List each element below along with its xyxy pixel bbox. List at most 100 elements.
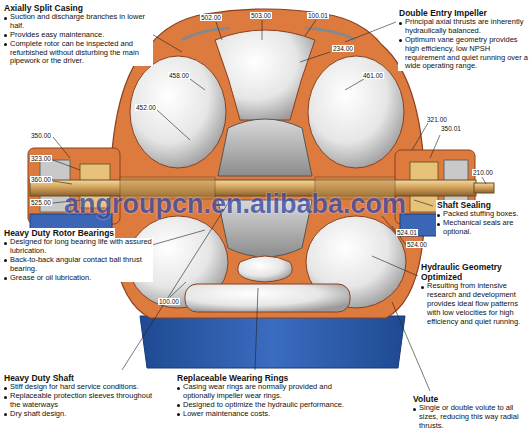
callout-number: 524.01	[396, 229, 418, 236]
feature-heading: Axially Split Casing	[3, 3, 84, 13]
leader-line	[53, 181, 72, 184]
callout-anchor: 524.00	[406, 241, 428, 248]
leader-line	[255, 288, 258, 370]
watermark: angroupcn.en.alibaba.com	[64, 190, 406, 220]
callout-anchor: 461.00	[362, 72, 384, 79]
leader-line	[300, 52, 330, 62]
callout-anchor: 350.00	[30, 132, 52, 139]
feature-bullet: Optimum vane geometry provides high effi…	[398, 36, 528, 71]
callout-anchor: 524.01	[396, 229, 418, 236]
feature-bullet: Provides easy maintenance.	[3, 31, 153, 40]
leader-lines	[53, 20, 486, 391]
feature-bullet: Complete rotor can be inspected and refu…	[3, 40, 153, 67]
callout-anchor: 360.00	[30, 176, 52, 183]
callout-number: 458.00	[168, 72, 190, 79]
callout-number: 100.01	[307, 12, 329, 19]
leader-line	[412, 123, 428, 150]
callout-group: Hydraulic Geometry OptimizedResulting fr…	[420, 262, 528, 327]
callout-anchor: 525.00	[30, 199, 52, 206]
watermark-anchor: angroupcn.en.alibaba.com	[64, 190, 406, 220]
callout-anchor: 100.01	[307, 12, 329, 19]
feature-bullet: Mechanical seals are optional.	[436, 219, 528, 237]
feature-bullet: Replaceable protection sleeves throughou…	[3, 392, 163, 410]
callout-anchor: 234.00	[332, 45, 354, 52]
callout-number: 323.00	[30, 155, 52, 162]
feature-bullet: Suction and discharge branches in lower …	[3, 13, 153, 31]
callout-anchor: 323.00	[30, 155, 52, 162]
balance-pipe	[182, 28, 355, 40]
feature-bullet: Single or double volute to all sizes, re…	[412, 404, 528, 431]
leader-line	[305, 20, 316, 36]
callout-number: 234.00	[332, 45, 354, 52]
feature-heading: Heavy Duty Rotor Bearings	[3, 228, 115, 238]
callout-number: 502.00	[200, 14, 222, 21]
leader-line	[190, 79, 205, 90]
leader-line	[372, 256, 418, 276]
leader-line	[53, 137, 70, 158]
feature-bullet: Designed to optimize the hydraulic perfo…	[176, 401, 351, 410]
callout-number: 525.00	[30, 199, 52, 206]
impeller-eye	[215, 30, 315, 120]
leader-line	[122, 200, 230, 370]
callout-number: 461.00	[362, 72, 384, 79]
callout-anchor: 502.00	[200, 14, 222, 21]
callout-number: 350.00	[30, 132, 52, 139]
leader-line	[262, 20, 263, 40]
callout-anchor: 458.00	[168, 72, 190, 79]
feature-bullet: Dry shaft design.	[3, 410, 163, 419]
leader-line	[345, 22, 396, 42]
feature-bullet: Casing wear rings are normally provided …	[176, 383, 351, 401]
callout-number: 350.01	[440, 125, 462, 132]
callout-group: Shaft SealingPacked stuffing boxes.Mecha…	[436, 200, 528, 237]
feature-bullet: Back-to-back angular contact ball thrust…	[3, 256, 153, 274]
feature-heading: Volute	[412, 394, 439, 404]
feature-bullet: Stiff design for hard service conditions…	[3, 383, 163, 392]
callout-anchor: 503.00	[250, 12, 272, 19]
callout-anchor: 210.00	[472, 169, 494, 176]
feature-bullet: Principal axial thrusts are inherently h…	[398, 18, 528, 36]
callout-anchor: 100.00	[158, 298, 180, 305]
feature-heading: Hydraulic Geometry Optimized	[420, 262, 528, 282]
impeller-eye	[238, 256, 292, 282]
callout-group: Replaceable Wearing RingsCasing wear rin…	[176, 373, 351, 419]
feature-heading: Shaft Sealing	[436, 200, 492, 210]
feature-bullet: Designed for long bearing life with assu…	[3, 238, 153, 256]
callout-group: Heavy Duty Rotor BearingsDesigned for lo…	[3, 228, 153, 282]
leader-line	[216, 22, 222, 40]
callout-number: 100.00	[158, 298, 180, 305]
volute-cavity	[130, 56, 226, 168]
feature-heading: Heavy Duty Shaft	[3, 373, 75, 383]
callout-anchor: 321.00	[426, 116, 448, 123]
leader-line	[170, 282, 186, 297]
impeller	[218, 119, 312, 176]
feature-bullet: Grease or oil lubrication.	[3, 274, 153, 283]
callout-anchor: 452.00	[135, 104, 157, 111]
leader-line	[345, 79, 364, 90]
feature-heading: Double Entry Impeller	[398, 8, 488, 18]
callout-group: Heavy Duty ShaftStiff design for hard se…	[3, 373, 163, 419]
callout-anchor: 350.01	[440, 125, 462, 132]
feature-bullet: Packed stuffing boxes.	[436, 210, 528, 219]
shaft-end	[474, 183, 494, 193]
callout-number: 503.00	[250, 12, 272, 19]
callout-number: 524.00	[406, 241, 428, 248]
leader-line	[414, 200, 433, 206]
callout-number: 360.00	[30, 176, 52, 183]
feature-bullet: Lower maintenance costs.	[176, 410, 351, 419]
leader-line	[482, 177, 486, 184]
leader-line	[430, 135, 440, 158]
volute-cavity	[308, 56, 404, 168]
callout-number: 321.00	[426, 116, 448, 123]
base-pedestal	[140, 316, 405, 368]
callout-number: 452.00	[135, 104, 157, 111]
callout-group: Axially Split CasingSuction and discharg…	[3, 3, 153, 66]
split-casing	[110, 9, 425, 318]
callout-group: Double Entry ImpellerPrincipal axial thr…	[398, 8, 528, 71]
leader-line	[152, 230, 205, 245]
leader-line	[157, 110, 190, 140]
callout-number: 210.00	[472, 169, 494, 176]
suction-passage	[185, 284, 350, 312]
feature-bullet: Resulting from intensive research and de…	[420, 282, 528, 326]
leader-line	[53, 160, 80, 170]
feature-heading: Replaceable Wearing Rings	[176, 373, 289, 383]
